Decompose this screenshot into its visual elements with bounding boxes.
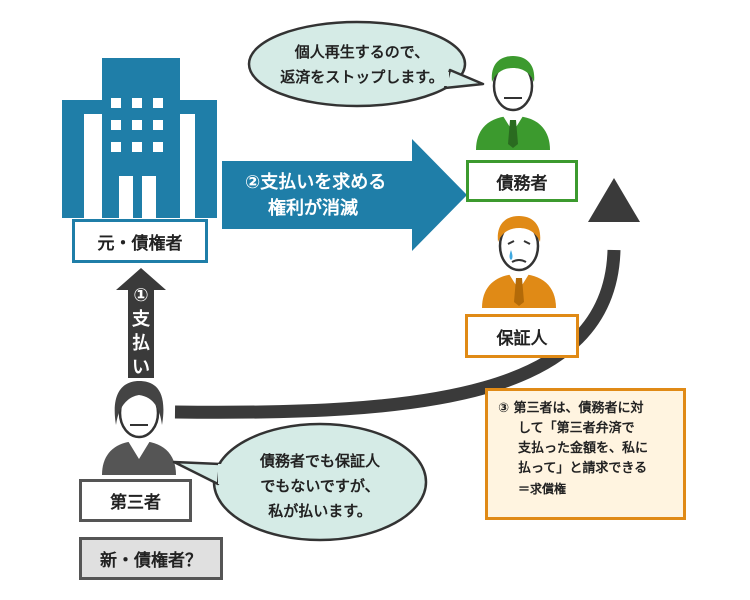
debtor-label: 債務者 bbox=[496, 173, 548, 194]
debtor-bubble-line2: 返済をストップします。 bbox=[280, 68, 444, 86]
guarantor-box: 保証人 bbox=[465, 314, 579, 358]
note-line3: 支払った金額を、私に bbox=[518, 441, 649, 456]
debtor-speech-bubble bbox=[247, 20, 485, 108]
former-creditor-label: 元・債権者 bbox=[97, 233, 183, 254]
payment-label-char-3: い bbox=[132, 357, 150, 378]
new-creditor-label: 新・債権者？ bbox=[100, 551, 202, 571]
third-party-speech-bubble bbox=[172, 422, 428, 542]
note-line4: 払って」と請求できる bbox=[518, 461, 648, 476]
guarantor-person-icon bbox=[482, 216, 556, 308]
former-creditor-box: 元・債権者 bbox=[72, 219, 208, 263]
payment-label-char-2: 払 bbox=[132, 333, 150, 354]
payment-step-label: ① bbox=[133, 285, 149, 306]
debtor-bubble-line1: 個人再生するので、 bbox=[294, 43, 430, 61]
note-line1: ③ 第三者は、債務者に対 bbox=[498, 401, 644, 416]
third-party-label: 第三者 bbox=[110, 493, 161, 513]
payment-label-char-1: 支 bbox=[132, 309, 150, 330]
reimbursement-note: ③ 第三者は、債務者に対 して「第三者弁済で 支払った金額を、私に 払って」と請… bbox=[485, 388, 686, 520]
rights-extinguished-arrow bbox=[222, 139, 467, 251]
payment-arrow bbox=[116, 268, 166, 378]
third-bubble-line2: でもないですが、 bbox=[260, 477, 380, 495]
third-party-box: 第三者 bbox=[79, 479, 192, 522]
new-creditor-box: 新・債権者？ bbox=[79, 537, 223, 580]
rights-extinguished-line2: 権利が消滅 bbox=[268, 198, 358, 219]
note-line5: ＝求償権 bbox=[518, 482, 567, 496]
debtor-person-icon bbox=[476, 56, 550, 150]
third-party-person-icon bbox=[102, 381, 176, 475]
third-bubble-line3: 私が払います。 bbox=[268, 502, 372, 520]
debtor-box: 債務者 bbox=[466, 160, 578, 202]
guarantor-label: 保証人 bbox=[496, 328, 548, 349]
building-icon bbox=[62, 58, 217, 218]
note-line2: して「第三者弁済で bbox=[518, 421, 635, 436]
rights-extinguished-line1: ②支払いを求める bbox=[245, 172, 387, 193]
third-bubble-line1: 債務者でも保証人 bbox=[259, 452, 380, 470]
